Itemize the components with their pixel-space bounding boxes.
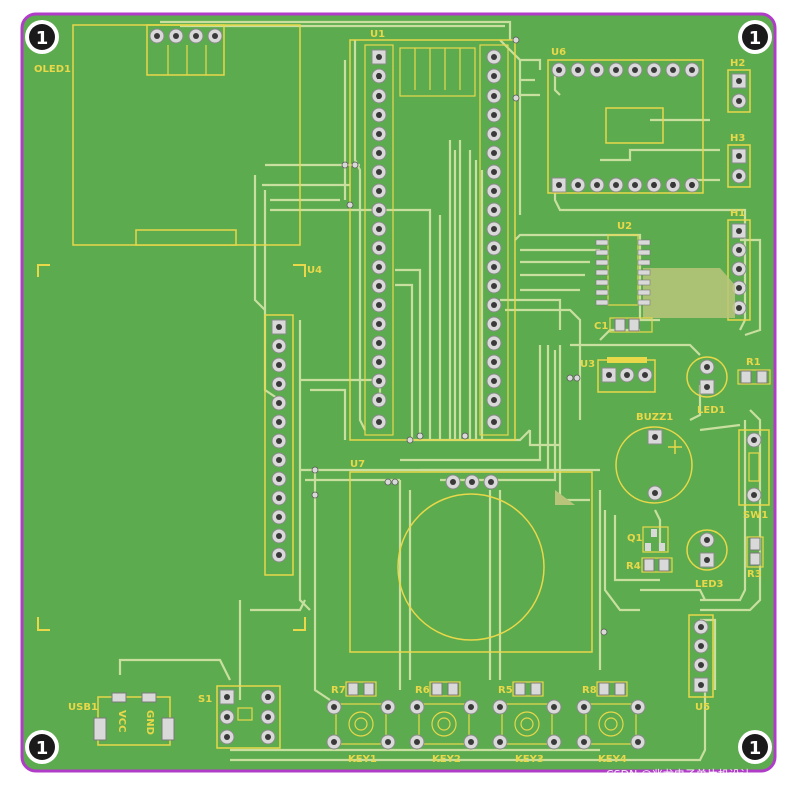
- h3-label: H3: [730, 133, 745, 144]
- u7-module: [349, 471, 593, 653]
- key2-button: [409, 699, 479, 750]
- h1-header: [727, 219, 751, 321]
- u1-pin-numbers: 2 3 4: [376, 72, 381, 120]
- key3-label: KEY3: [515, 754, 544, 765]
- u2-chip: [595, 234, 735, 318]
- sw1-switch: [738, 429, 770, 506]
- u2-label: U2: [617, 221, 632, 232]
- u6-module: [547, 59, 704, 194]
- h2-label: H2: [730, 58, 745, 69]
- vias: [311, 36, 608, 636]
- c1-label: C1: [594, 321, 608, 332]
- mounting-hole-top-left: 1: [25, 20, 59, 54]
- u4-outline: [37, 264, 306, 631]
- usb-connector: [93, 692, 175, 746]
- usb-vcc-label: VCC: [116, 710, 127, 732]
- svg-text:6: 6: [651, 181, 656, 190]
- svg-text:1: 1: [749, 738, 762, 759]
- key1-label: KEY1: [348, 754, 377, 765]
- s1-pin-number: 3: [265, 693, 270, 702]
- key4-button: [576, 699, 646, 750]
- buzzer: [615, 426, 693, 504]
- u3-label: U3: [580, 359, 595, 370]
- s1-switch: [216, 685, 281, 749]
- usb-gnd-label: GND: [144, 710, 155, 735]
- r6-resistor: [429, 681, 461, 697]
- r8-label: R8: [582, 685, 597, 696]
- h2-header: [727, 69, 751, 113]
- h3-header: [727, 144, 751, 188]
- r3-label: R3: [747, 569, 762, 580]
- u1-mcu-module: [349, 39, 516, 441]
- led3-component: [686, 529, 728, 571]
- usb-label: USB1: [68, 702, 98, 713]
- q1-label: Q1: [627, 533, 643, 544]
- r7-resistor: [345, 681, 377, 697]
- led1-component: [686, 356, 728, 398]
- key3-button: [492, 699, 562, 750]
- c1-capacitor: [609, 317, 653, 333]
- svg-text:4: 4: [376, 111, 381, 120]
- h1-label: H1: [730, 208, 745, 219]
- r4-label: R4: [626, 561, 641, 572]
- watermark: CSDN @兆龙电子单片机设计: [606, 767, 751, 781]
- key2-label: KEY2: [432, 754, 461, 765]
- oled-module: [72, 24, 301, 246]
- u3-sensor: [597, 357, 656, 393]
- r5-resistor: [512, 681, 544, 697]
- r1-resistor: [737, 369, 771, 385]
- svg-text:8: 8: [689, 181, 694, 190]
- svg-text:7: 7: [670, 181, 675, 190]
- u5-label: U5: [695, 702, 710, 713]
- mounting-hole-bottom-left: 1: [25, 730, 59, 764]
- mounting-hole-bottom-right: 1: [738, 730, 772, 764]
- board-outline: [20, 12, 777, 773]
- mounting-hole-top-right: 1: [738, 20, 772, 54]
- key1-button: [326, 699, 396, 750]
- led1-label: LED1: [697, 405, 726, 416]
- r7-label: R7: [331, 685, 346, 696]
- u4-pin-header: [264, 314, 294, 576]
- key4-label: KEY4: [598, 754, 627, 765]
- led3-label: LED3: [695, 579, 724, 590]
- r8-resistor: [596, 681, 628, 697]
- svg-text:1: 1: [36, 28, 49, 49]
- s1-label: S1: [198, 694, 212, 705]
- svg-text:1: 1: [749, 28, 762, 49]
- svg-text:1: 1: [36, 738, 49, 759]
- q1-transistor: [642, 526, 669, 553]
- u6-label: U6: [551, 47, 566, 58]
- r4-resistor: [641, 557, 673, 573]
- u6-pin-numbers: 6 7 8: [651, 181, 694, 190]
- r5-label: R5: [498, 685, 513, 696]
- u7-label: U7: [350, 459, 365, 470]
- r6-label: R6: [415, 685, 430, 696]
- u1-label: U1: [370, 29, 385, 40]
- oled-label: OLED1: [34, 64, 71, 75]
- svg-text:2: 2: [376, 72, 381, 81]
- r3-resistor: [746, 536, 764, 568]
- buzz-label: BUZZ1: [636, 412, 673, 423]
- r1-label: R1: [746, 357, 761, 368]
- svg-text:3: 3: [376, 92, 381, 101]
- u4-label: U4: [307, 265, 322, 276]
- sw1-label: SW1: [743, 510, 768, 521]
- u5-header: [688, 614, 714, 698]
